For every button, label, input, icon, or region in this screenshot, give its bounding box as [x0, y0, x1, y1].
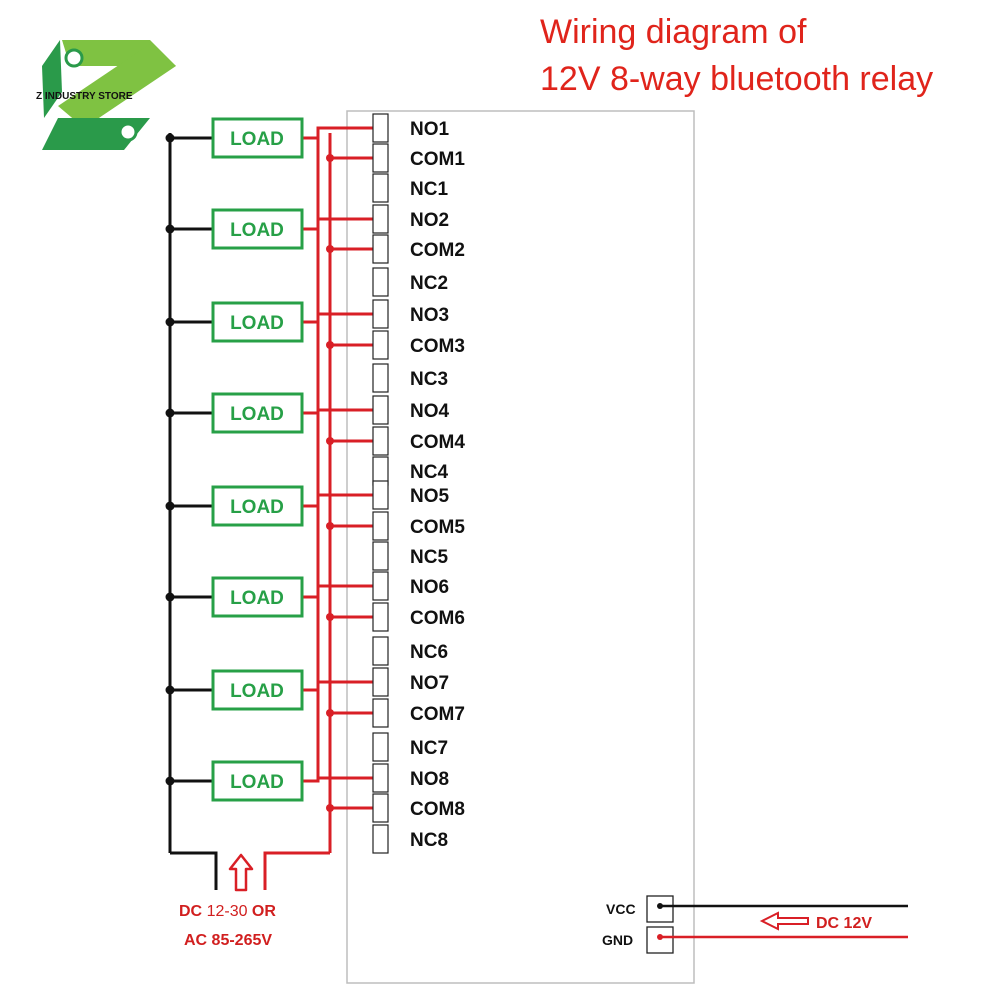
load-label: LOAD: [230, 220, 284, 241]
terminal-slot: [372, 113, 389, 143]
terminal-slot: [372, 204, 389, 234]
load-label: LOAD: [230, 772, 284, 793]
gnd-label: GND: [602, 932, 633, 948]
terminal-label-com: COM6: [410, 608, 465, 629]
dc-input-arrow-icon: [759, 911, 809, 931]
terminal-slot: [372, 143, 389, 173]
terminal-slot: [372, 667, 389, 697]
terminal-label-no: NO7: [410, 673, 449, 694]
load-box: LOAD: [211, 485, 304, 527]
terminal-label-nc: NC5: [410, 547, 448, 568]
terminal-slot: [372, 636, 389, 666]
terminal-label-nc: NC7: [410, 738, 448, 759]
terminal-slot: [372, 571, 389, 601]
terminal-slot: [372, 763, 389, 793]
title-line-2: 12V 8-way bluetooth relay: [540, 60, 933, 98]
terminal-label-nc: NC2: [410, 273, 448, 294]
terminal-slot: [372, 173, 389, 203]
terminal-label-no: NO3: [410, 305, 449, 326]
terminal-label-com: COM2: [410, 240, 465, 261]
supply-arrow-icon: [228, 853, 254, 892]
terminal-slot: [372, 363, 389, 393]
terminal-slot: [372, 267, 389, 297]
terminal-label-com: COM1: [410, 149, 465, 170]
terminal-slot: [372, 480, 389, 510]
load-label: LOAD: [230, 129, 284, 150]
load-box: LOAD: [211, 392, 304, 434]
terminal-label-nc: NC8: [410, 830, 448, 851]
relay-module: [346, 110, 695, 984]
terminal-label-no: NO1: [410, 119, 450, 140]
load-box: LOAD: [211, 669, 304, 711]
terminal-slot: [372, 793, 389, 823]
supply-label-line-1: DC 12-30 OR: [179, 903, 276, 920]
terminal-label-com: COM7: [410, 704, 465, 725]
brand-name: Z INDUSTRY STORE: [36, 91, 133, 102]
load-box: LOAD: [211, 208, 304, 250]
terminal-label-com: COM4: [410, 432, 465, 453]
dc-input-label: DC 12V: [816, 915, 872, 932]
brand-logo: Z INDUSTRY STORE: [36, 40, 176, 150]
terminal-label-nc: NC6: [410, 642, 448, 663]
load-label: LOAD: [230, 588, 284, 609]
terminal-label-no: NO5: [410, 486, 450, 507]
terminal-strip: [372, 113, 389, 854]
terminal-slot: [372, 426, 389, 456]
terminal-labels: NO1COM1NC1NO2COM2NC2NO3COM3NC3NO4COM4NC4…: [410, 119, 465, 851]
load-label: LOAD: [230, 404, 284, 425]
terminal-slot: [372, 824, 389, 854]
terminal-label-no: NO8: [410, 769, 449, 790]
power-terminal-block: VCC GND DC 12V: [602, 895, 908, 954]
load-label: LOAD: [230, 681, 284, 702]
black-common-wire: [165, 133, 218, 890]
load-box: LOAD: [211, 117, 304, 159]
terminal-label-nc: NC1: [410, 179, 448, 200]
terminal-label-com: COM5: [410, 517, 465, 538]
terminal-label-com: COM3: [410, 336, 465, 357]
terminal-label-com: COM8: [410, 799, 465, 820]
terminal-slot: [372, 698, 389, 728]
terminal-slot: [372, 602, 389, 632]
terminal-slot: [372, 395, 389, 425]
terminal-label-nc: NC4: [410, 462, 448, 483]
load-box: LOAD: [211, 760, 304, 802]
terminal-slot: [372, 234, 389, 264]
load-label: LOAD: [230, 313, 284, 334]
load-group: LOAD LOAD LOAD LOAD LOAD LOAD LOAD LOAD: [211, 117, 304, 802]
load-box: LOAD: [211, 576, 304, 618]
terminal-slot: [372, 732, 389, 762]
terminal-label-no: NO4: [410, 401, 450, 422]
load-box: LOAD: [211, 301, 304, 343]
red-live-wire: [263, 126, 380, 890]
vcc-label: VCC: [606, 901, 636, 917]
supply-label-line-2: AC 85-265V: [184, 932, 272, 949]
terminal-label-no: NO2: [410, 210, 449, 231]
terminal-slot: [372, 511, 389, 541]
terminal-slot: [372, 330, 389, 360]
terminal-label-no: NO6: [410, 577, 449, 598]
title-line-1: Wiring diagram of: [540, 13, 807, 51]
terminal-slot: [372, 299, 389, 329]
load-label: LOAD: [230, 497, 284, 518]
terminal-label-nc: NC3: [410, 369, 448, 390]
terminal-slot: [372, 541, 389, 571]
